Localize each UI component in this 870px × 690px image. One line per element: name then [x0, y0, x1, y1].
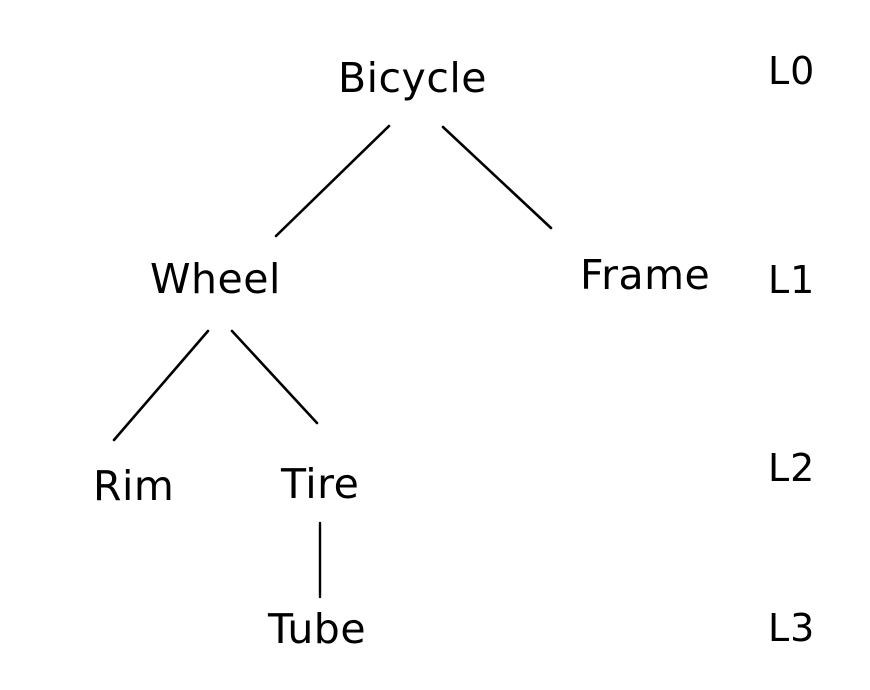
- edge-wheel-tire: [230, 329, 319, 425]
- edge-bicycle-frame: [441, 125, 553, 230]
- node-tire[interactable]: Tire: [281, 460, 360, 508]
- level-label-l2: L2: [768, 446, 816, 490]
- node-rim[interactable]: Rim: [93, 462, 175, 510]
- level-label-l3: L3: [768, 606, 816, 650]
- node-wheel[interactable]: Wheel: [150, 255, 281, 303]
- node-bicycle[interactable]: Bicycle: [338, 54, 487, 102]
- level-label-l1: L1: [768, 258, 816, 302]
- edge-wheel-rim: [112, 329, 210, 442]
- edge-bicycle-wheel: [274, 124, 391, 238]
- node-frame[interactable]: Frame: [580, 251, 711, 299]
- node-tube[interactable]: Tube: [268, 605, 367, 653]
- level-label-l0: L0: [768, 49, 816, 93]
